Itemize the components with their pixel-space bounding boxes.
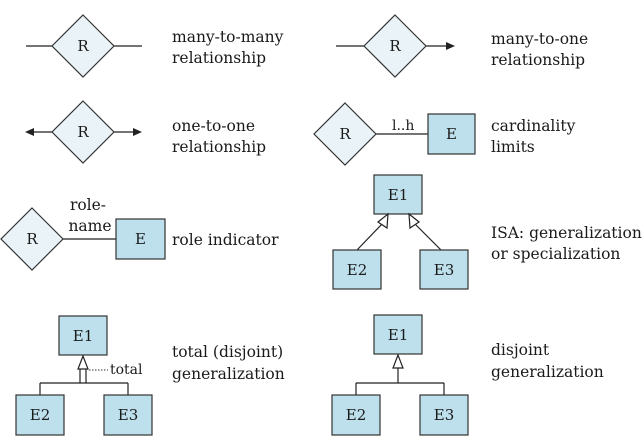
- total-note: total: [110, 362, 143, 378]
- entity-box: [419, 394, 469, 436]
- entity-box: [332, 249, 382, 290]
- entity-name: E1: [388, 326, 409, 344]
- relationship-diamond: [51, 100, 115, 164]
- cardinality-label: cardinality: [491, 117, 576, 135]
- total-generalization-symbol: E1 total E2 E3: [15, 315, 153, 436]
- entity-box: [373, 174, 423, 215]
- many-to-many-symbol: R: [26, 14, 142, 78]
- entity-name: E2: [347, 261, 368, 279]
- entity-box: [15, 394, 65, 436]
- arrowhead-icon: [133, 128, 142, 136]
- entity-box: [115, 218, 166, 260]
- isa-label-2: or specialization: [491, 245, 620, 263]
- relationship-name: R: [26, 230, 38, 248]
- many-to-many-label: many-to-many: [172, 28, 284, 46]
- cardinality-symbol: R l..h E: [313, 102, 476, 166]
- relationship-name: R: [77, 37, 89, 55]
- role-name-line-1: role-: [70, 196, 106, 214]
- role-indicator-symbol: R role- name E: [0, 196, 166, 271]
- many-to-many-label-2: relationship: [172, 49, 266, 67]
- relationship-diamond: [363, 14, 427, 78]
- entity-name: E1: [388, 186, 409, 204]
- total-generalization-label-2: generalization: [172, 365, 285, 383]
- relationship-diamond: [313, 102, 377, 166]
- one-to-one-label: one-to-one: [172, 117, 255, 135]
- cardinality-limit: l..h: [392, 118, 414, 134]
- hollow-arrowhead-icon: [376, 212, 389, 230]
- many-to-one-label-2: relationship: [491, 51, 585, 69]
- entity-name: E2: [346, 406, 367, 424]
- one-to-one-symbol: R: [25, 100, 142, 164]
- hollow-arrowhead-icon: [392, 353, 404, 369]
- many-to-one-label: many-to-one: [491, 30, 588, 48]
- relationship-name: R: [339, 125, 351, 143]
- arrowhead-icon: [446, 42, 455, 50]
- entity-name: E3: [118, 406, 139, 424]
- relationship-diamond: [0, 207, 64, 271]
- connector-line: [356, 222, 384, 251]
- isa-label: ISA: generalization: [491, 224, 642, 242]
- cardinality-label-2: limits: [491, 138, 535, 156]
- entity-name: E3: [434, 261, 455, 279]
- disjoint-generalization-label-2: generalization: [491, 363, 604, 381]
- one-to-one-label-2: relationship: [172, 138, 266, 156]
- entity-name: E1: [73, 327, 94, 345]
- entity-name: E2: [30, 406, 51, 424]
- entity-name: E: [446, 125, 457, 143]
- relationship-diamond: [51, 14, 115, 78]
- relationship-name: R: [389, 37, 401, 55]
- total-generalization-label: total (disjoint): [172, 343, 283, 361]
- role-indicator-label: role indicator: [172, 231, 279, 249]
- disjoint-generalization-label: disjoint: [491, 341, 550, 359]
- entity-box: [103, 394, 153, 436]
- isa-symbol: E1 E2 E3: [332, 174, 469, 290]
- entity-name: E: [135, 230, 146, 248]
- many-to-one-symbol: R: [336, 14, 455, 78]
- role-name-line-2: name: [68, 217, 111, 235]
- entity-box: [58, 315, 108, 356]
- hollow-arrowhead-icon: [408, 212, 421, 230]
- entity-box: [427, 113, 476, 155]
- arrowhead-icon: [25, 128, 34, 136]
- disjoint-generalization-symbol: E1 E2 E3: [331, 314, 469, 436]
- relationship-name: R: [77, 123, 89, 141]
- entity-name: E3: [434, 406, 455, 424]
- hollow-arrowhead-icon: [77, 354, 89, 370]
- entity-box: [419, 249, 469, 290]
- entity-box: [331, 394, 381, 436]
- connector-line: [413, 222, 442, 251]
